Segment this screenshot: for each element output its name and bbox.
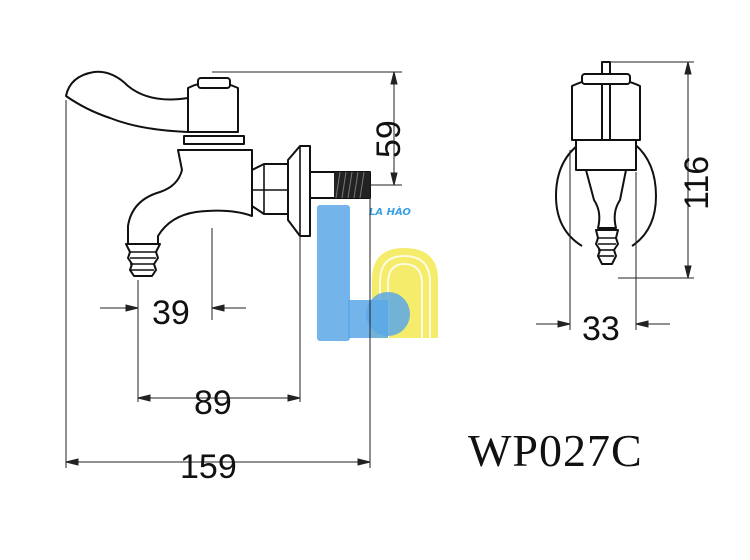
faucet-side-view <box>555 61 657 265</box>
dim-height-top: 59 <box>370 120 408 158</box>
dim-total-width: 159 <box>180 448 237 486</box>
watermark-logo: LA HÀO <box>317 204 438 341</box>
model-code: WP027C <box>468 425 643 476</box>
dim-mid-width: 89 <box>194 384 232 422</box>
dim-side-height: 116 <box>678 156 716 210</box>
dim-spout: 39 <box>152 294 190 332</box>
watermark-text: LA HÀO <box>369 204 411 218</box>
side-dimension-lines <box>536 61 694 330</box>
faucet-front-view <box>65 70 371 277</box>
front-dimension-lines <box>65 71 402 468</box>
dim-side-width: 33 <box>582 310 620 348</box>
